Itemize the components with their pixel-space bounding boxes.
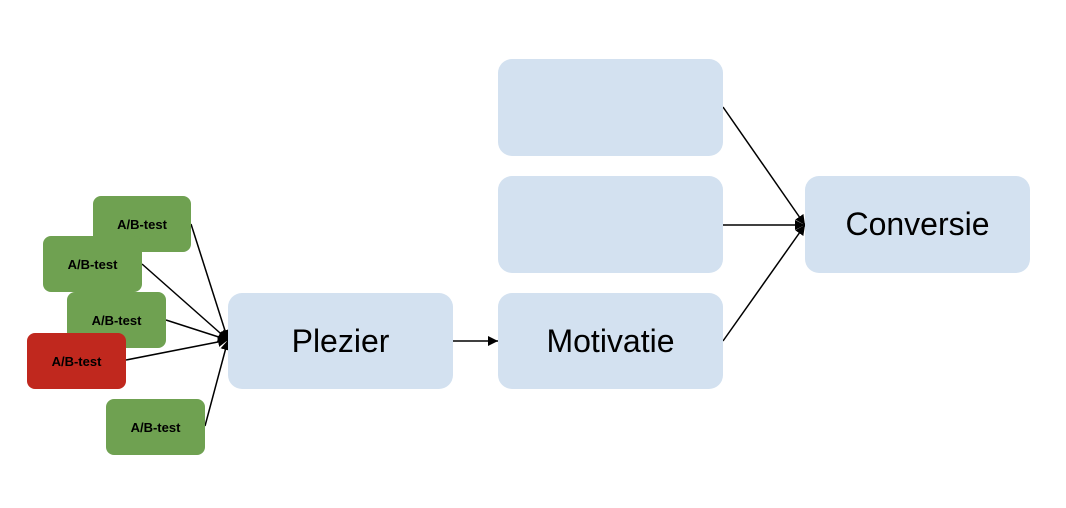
ab-test-box-failed: A/B-test <box>27 333 126 389</box>
node-motivatie: Motivatie <box>498 293 723 389</box>
arrow-abtest-3-to-plezier <box>165 319 229 342</box>
arrow-abtest-4-to-plezier <box>125 337 229 361</box>
ab-test-box: A/B-test <box>106 399 205 455</box>
node-factor-top <box>498 59 723 156</box>
arrow-abtest-1-to-plezier <box>190 223 230 341</box>
node-factor-middle <box>498 176 723 273</box>
arrow-abtest-2-to-plezier <box>141 263 229 341</box>
arrow-factor-top-to-conversie <box>722 106 806 226</box>
node-plezier: Plezier <box>228 293 453 389</box>
arrow-abtest-5-to-plezier <box>204 339 231 427</box>
arrow-motivatie-to-conversie <box>722 224 806 342</box>
ab-test-box: A/B-test <box>43 236 142 292</box>
node-conversie: Conversie <box>805 176 1030 273</box>
